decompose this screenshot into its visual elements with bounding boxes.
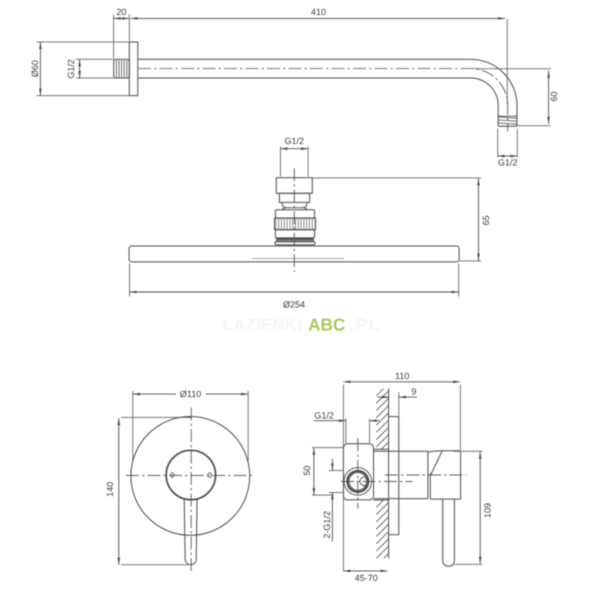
svg-text:2-G1/2: 2-G1/2 [322, 511, 332, 539]
svg-text:Ø60: Ø60 [30, 60, 40, 77]
svg-text:140: 140 [105, 482, 115, 497]
svg-text:20: 20 [116, 7, 126, 17]
svg-text:.PL: .PL [350, 314, 381, 334]
svg-text:G1/2: G1/2 [314, 410, 334, 420]
svg-text:G1/2: G1/2 [66, 59, 76, 79]
svg-text:Ø254: Ø254 [283, 300, 305, 310]
svg-text:ŁAZIENKI: ŁAZIENKI [223, 314, 302, 334]
svg-text:410: 410 [311, 7, 326, 17]
svg-text:45-70: 45-70 [355, 573, 378, 583]
svg-text:65: 65 [481, 215, 491, 225]
svg-text:60: 60 [549, 91, 559, 101]
svg-text:50: 50 [302, 466, 312, 476]
svg-text:G1/2: G1/2 [498, 158, 518, 168]
svg-text:9: 9 [411, 387, 416, 397]
svg-text:ABC: ABC [308, 314, 345, 334]
svg-text:109: 109 [483, 503, 493, 518]
svg-text:Ø110: Ø110 [180, 389, 201, 399]
svg-text:G1/2: G1/2 [285, 136, 305, 146]
svg-text:110: 110 [395, 371, 409, 381]
